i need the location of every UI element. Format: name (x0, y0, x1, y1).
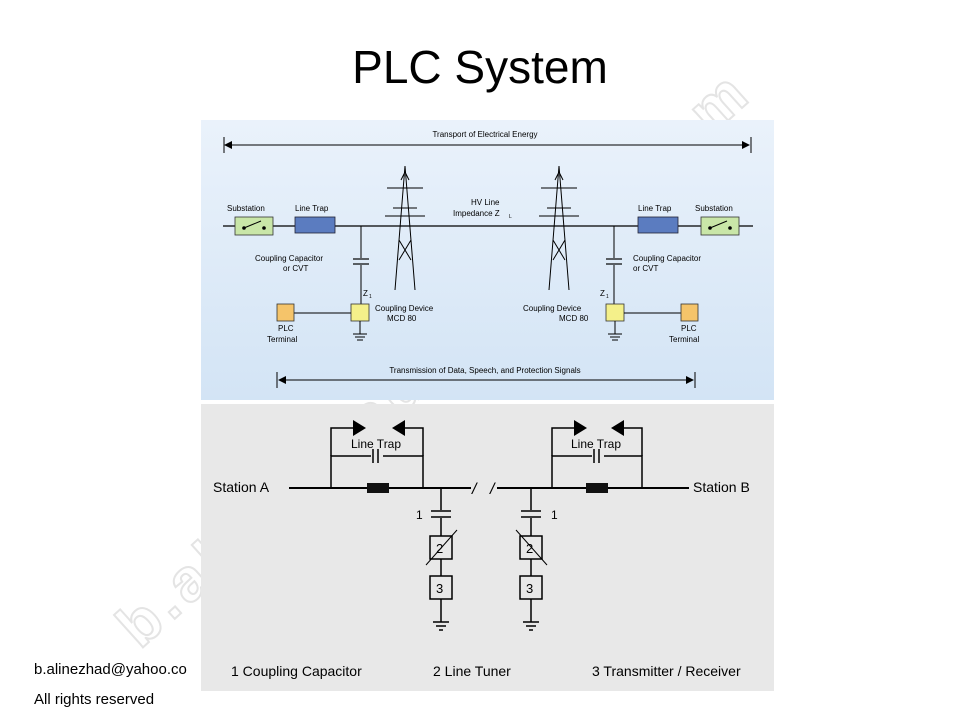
coupling-dev-right-label-1: Coupling Device (523, 304, 582, 313)
transport-label: Transport of Electrical Energy (432, 130, 537, 139)
legend-line-tuner: 2 Line Tuner (433, 663, 511, 679)
substation-left (234, 216, 274, 236)
svg-text:1: 1 (606, 294, 609, 300)
slide-title: PLC System (352, 41, 608, 93)
transmission-tower-left (385, 165, 425, 291)
footer-rights: All rights reserved (34, 691, 155, 708)
legend-transmitter-receiver: 3 Transmitter / Receiver (592, 663, 741, 679)
coupling-dev-left-label-2: MCD 80 (387, 314, 417, 323)
line-trap-left (294, 216, 336, 234)
transceiver-left (429, 575, 453, 600)
line-trap-right-label: Line Trap (571, 437, 621, 451)
num3-right: 3 (526, 581, 533, 596)
coupling-cap-right-label-2: or CVT (633, 264, 658, 273)
coupling-dev-left-label-1: Coupling Device (375, 304, 434, 313)
line-trap-left-label: Line Trap (351, 437, 401, 451)
hv-line-label-1: HV Line (471, 198, 500, 207)
station-b-label: Station B (693, 479, 750, 495)
footer-email: b.alinezhad@yahoo.co (34, 661, 187, 678)
plc-terminal-right (680, 303, 699, 322)
bottom-panel-background (201, 404, 774, 691)
z1-left-label: Z (363, 289, 368, 298)
num3-left: 3 (436, 581, 443, 596)
plc-left-label-2: Terminal (267, 335, 297, 344)
plc-right-label-2: Terminal (669, 335, 699, 344)
hv-line-label-sub: L (509, 214, 512, 220)
z1-right-label: Z (600, 289, 605, 298)
line-tuner-left (429, 535, 453, 560)
line-trap-right-label: Line Trap (638, 204, 672, 213)
line-trap-right-inductor (586, 483, 608, 493)
coupling-cap-right-label-1: Coupling Capacitor (633, 254, 701, 263)
plc-overview-diagram: Transport of Electrical Energy Substatio… (201, 120, 774, 400)
plc-terminal-left (276, 303, 295, 322)
coupling-cap-left-label-2: or CVT (283, 264, 308, 273)
svg-text:1: 1 (369, 294, 372, 300)
line-tuner-right (519, 535, 543, 560)
hv-line-label-2: Impedance Z (453, 209, 500, 218)
num1-left: 1 (416, 508, 423, 522)
legend-coupling-capacitor: 1 Coupling Capacitor (231, 663, 362, 679)
transceiver-right (519, 575, 543, 600)
break-mark-right: / (489, 481, 496, 498)
num2-left: 2 (436, 541, 443, 556)
line-trap-left-label: Line Trap (295, 204, 329, 213)
transmission-tower-right (539, 165, 579, 291)
top-panel-background (201, 120, 774, 400)
num1-right: 1 (551, 508, 558, 522)
coupling-device-left (350, 303, 370, 322)
break-mark-left: / (471, 481, 478, 498)
line-trap-left-inductor (367, 483, 389, 493)
plc-left-label-1: PLC (278, 324, 294, 333)
plc-schematic-diagram: Station A Station B / / Line Trap Line T… (201, 404, 774, 691)
coupling-dev-right-label-2: MCD 80 (559, 314, 589, 323)
substation-right-label: Substation (695, 204, 733, 213)
coupling-device-right (605, 303, 625, 322)
plc-right-label-1: PLC (681, 324, 697, 333)
coupling-cap-left-label-1: Coupling Capacitor (255, 254, 323, 263)
station-a-label: Station A (213, 479, 270, 495)
num2-right: 2 (526, 541, 533, 556)
substation-left-label: Substation (227, 204, 265, 213)
line-trap-right (637, 216, 679, 234)
substation-right (700, 216, 740, 236)
transmission-label: Transmission of Data, Speech, and Protec… (389, 366, 580, 375)
